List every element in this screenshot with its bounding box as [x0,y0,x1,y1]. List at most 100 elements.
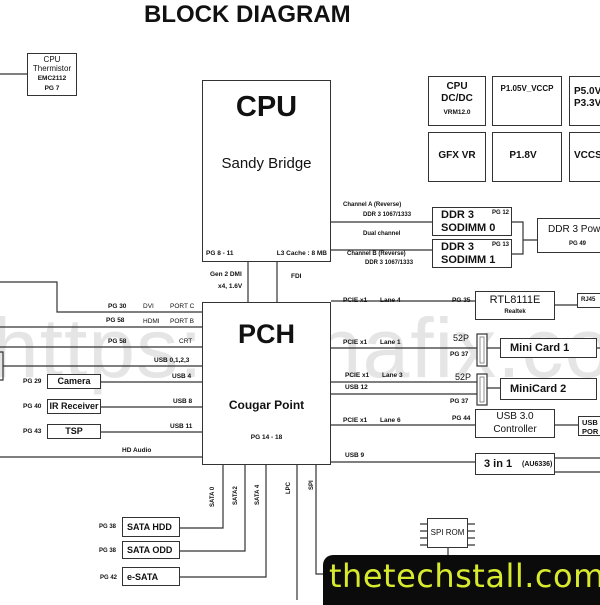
odd-page: PG 38 [99,548,117,554]
sata0-label: SATA 0 [210,486,216,507]
cpu-name: Sandy Bridge [221,155,312,172]
dvi-label: DVI [143,303,154,310]
left-edge-box [0,351,4,381]
lane3-line [331,381,500,389]
sata-odd-label: SATA ODD [127,545,173,555]
spi-line [315,465,325,575]
lan-line [331,300,577,306]
usb-port-box: USB POR [578,416,600,436]
channel-a-label: Channel A (Reverse) [343,202,402,208]
sata0-line [180,465,224,529]
hdmi-label: HDMI [143,318,160,325]
power-label: P1.05V_VCCP [500,84,554,93]
power-label: P3.3V [574,98,600,109]
dmi-label: Gen 2 DMI [210,271,242,278]
minicard1-bus: PCIE x1 [343,339,368,346]
ir-bus: USB 8 [173,398,193,405]
sata-hdd-label: SATA HDD [127,522,172,532]
usb-port-label-2: POR [582,427,599,436]
lan-vendor: Realtek [504,309,526,315]
channel-b-speed: DDR 3 1067/1333 [365,260,414,266]
sodimm-1-box: DDR 3 SODIMM 1 PG 13 [432,239,512,268]
ddr-power-label: DDR 3 Pow [548,224,600,235]
minicard2-label: MiniCard 2 [510,383,567,395]
minicard1-pins: 52P [453,333,470,343]
tsp-box: TSP [47,424,101,439]
sodimm-label: DDR 3 [441,241,475,253]
power-label: CPU [446,81,468,92]
hd-audio-label: HD Audio [122,447,152,454]
sodimm-page: PG 13 [491,242,509,248]
thetechstall-text: thetechstall.com [329,557,600,595]
thetechstall-watermark: thetechstall.com [323,555,600,605]
dvi-line [0,281,202,313]
dvi-page: PG 30 [108,303,127,310]
power-label: GFX VR [438,150,476,161]
usb3-label: USB 3.0 [496,411,534,422]
spi-label: SPI [309,480,315,490]
power-gfx-vr: GFX VR [428,132,486,182]
usb12-label: USB 12 [345,384,368,391]
sata4-label: SATA 4 [255,484,261,505]
sodimm-label: SODIMM 1 [441,254,496,266]
usb3-page: PG 44 [452,415,471,422]
ir-receiver-box: IR Receiver [47,399,101,414]
minicard1-box: Mini Card 1 [500,338,597,358]
sata-odd-box: SATA ODD [122,541,180,559]
ddr-power-bracket [512,221,537,255]
minicard1-label: Mini Card 1 [510,342,570,354]
rj45-jack: RJ45 [577,293,600,308]
sata4-line [180,465,267,578]
usb3-bus: PCIE x1 [343,417,368,424]
card-reader-box: 3 in 1 (AU6336) [475,453,555,475]
dmi-voltage: x4, 1.6V [218,283,243,290]
power-p18v: P1.8V [492,132,562,182]
camera-label: Camera [57,376,91,386]
esata-label: e-SATA [127,572,159,582]
sata-hdd-box: SATA HDD [122,517,180,537]
pch-name: Cougar Point [228,398,305,412]
pch-title: PCH [237,319,295,349]
thermistor-page: PG 7 [44,85,60,92]
esata-box: e-SATA [122,567,180,586]
cpu-thermistor-box: CPU Thermistor EMC2112 PG 7 [27,53,77,96]
minicard2-page: PG 37 [450,398,469,405]
usb9-line [331,457,600,473]
cpu-box: CPU Sandy Bridge PG 8 - 11 L3 Cache : 8 … [202,80,331,262]
usb3-lane: Lane 6 [380,417,401,424]
rj45-label: RJ45 [581,297,596,303]
cpu-page: PG 8 - 11 [206,250,234,257]
minicard2-lane: Lane 3 [382,372,403,379]
usb-port-label: USB [582,418,598,427]
thermistor-label: CPU [43,55,61,64]
tsp-label: TSP [65,426,83,436]
crt-page: PG 58 [108,338,127,345]
power-label: P5.0V [574,86,600,97]
usb3-controller-box: USB 3.0 Controller [475,409,555,438]
ir-label: IR Receiver [49,401,99,411]
power-label: VCCS [574,150,600,161]
tsp-bus: USB 11 [170,423,193,430]
power-sub: VRM12.0 [443,109,471,116]
hdmi-port: PORT B [170,318,194,325]
camera-bus: USB 4 [172,373,192,380]
cpu-cache: L3 Cache : 8 MB [276,250,327,257]
sodimm-0-box: DDR 3 SODIMM 0 PG 12 [432,207,512,236]
lan-bus: PCIE x1 [343,297,368,304]
tsp-page: PG 43 [23,428,42,435]
hdd-page: PG 38 [99,524,117,530]
ddr-power-box: DDR 3 Pow PG 49 [537,218,600,253]
sodimm-label: SODIMM 0 [441,222,496,234]
lpc-label: LPC [286,482,292,494]
page-title: BLOCK DIAGRAM [144,1,351,28]
minicard2-pins: 52P [455,372,472,382]
power-label: P1.8V [509,150,537,161]
usb0123-label: USB 0,1,2,3 [154,357,190,364]
lan-page: PG 35 [452,297,471,304]
fdi-label: FDI [291,273,302,280]
usb3-label-2: Controller [493,424,537,435]
esata-page: PG 42 [100,575,118,581]
channel-a-speed: DDR 3 1067/1333 [363,212,412,218]
spi-rom-label: SPI ROM [430,528,465,537]
dvi-port: PORT C [170,303,195,310]
